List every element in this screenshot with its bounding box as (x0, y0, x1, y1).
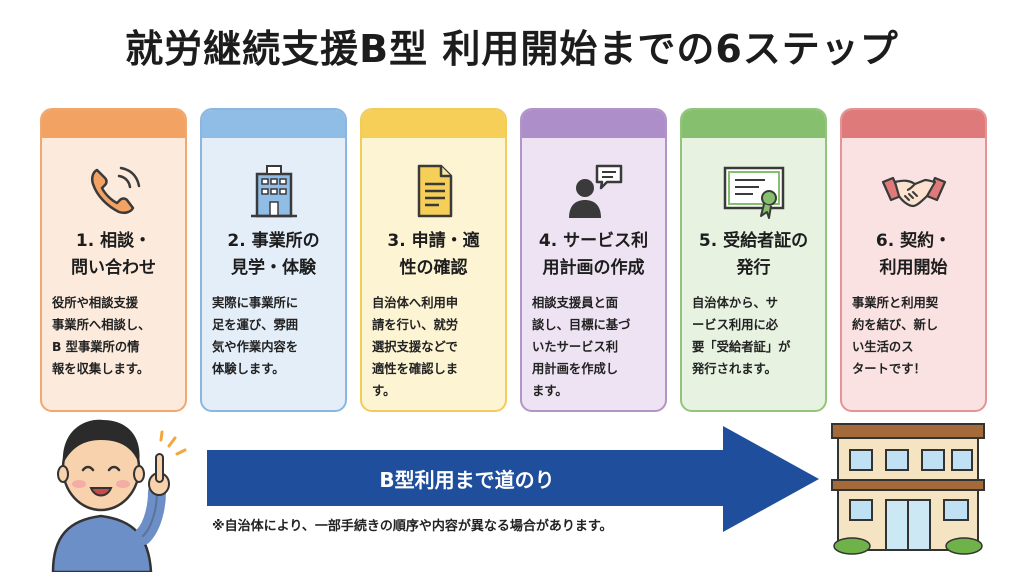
phone-icon (42, 160, 185, 222)
page-title: 就労継続支援B型 利用開始までの6ステップ (125, 27, 899, 71)
card-header-band (362, 110, 505, 138)
step-description: 自治体へ利用申 請を行い、就労 選択支援などで 適性を確認しま す。 (372, 296, 459, 398)
card-header-band (202, 110, 345, 138)
pointing-man-icon (35, 396, 205, 572)
step-description: 実際に事業所に 足を運び、雰囲 気や作業内容を 体験します。 (212, 296, 299, 376)
step-description: 自治体から、サ ービス利用に必 要「受給者証」が 発行されます。 (692, 296, 791, 376)
step-card-4: 4. サービス利 用計画の作成 相談支援員と面 談し、目標に基づ いたサービス利… (520, 108, 667, 412)
card-header-band (42, 110, 185, 138)
step-description: 事業所と利用契 約を結び、新し い生活のス タートです！ (852, 296, 939, 376)
handshake-icon (842, 160, 985, 222)
consultant-chat-icon (522, 160, 665, 222)
arrow-label: B型利用まで道のり (379, 468, 555, 492)
facility-building-icon (828, 420, 988, 555)
step-title: 5. 受給者証の 発行 (698, 231, 809, 278)
step-cards: 1. 相談・ 問い合わせ 役所や相談支援 事業所へ相談し、 B 型事業所の情 報… (40, 108, 990, 412)
step-card-1: 1. 相談・ 問い合わせ 役所や相談支援 事業所へ相談し、 B 型事業所の情 報… (40, 108, 187, 412)
step-description: 役所や相談支援 事業所へ相談し、 B 型事業所の情 報を収集します。 (52, 296, 151, 376)
step-title: 6. 契約・ 利用開始 (875, 231, 952, 278)
step-description: 相談支援員と面 談し、目標に基づ いたサービス利 用計画を作成し ます。 (532, 296, 631, 398)
step-card-3: 3. 申請・適 性の確認 自治体へ利用申 請を行い、就労 選択支援などで 適性を… (360, 108, 507, 412)
step-card-2: 2. 事業所の 見学・体験 実際に事業所に 足を運び、雰囲 気や作業内容を 体験… (200, 108, 347, 412)
progress-arrow (207, 426, 819, 532)
certificate-icon (682, 160, 825, 222)
footnote: ※自治体により、一部手続きの順序や内容が異なる場合があります。 (212, 519, 613, 534)
step-card-6: 6. 契約・ 利用開始 事業所と利用契 約を結び、新し い生活のス タートです！ (840, 108, 987, 412)
step-card-5: 5. 受給者証の 発行 自治体から、サ ービス利用に必 要「受給者証」が 発行さ… (680, 108, 827, 412)
document-icon (362, 160, 505, 222)
step-title: 2. 事業所の 見学・体験 (227, 231, 320, 278)
step-title: 4. サービス利 用計画の作成 (538, 231, 649, 278)
step-title: 1. 相談・ 問い合わせ (71, 231, 156, 278)
office-building-icon (202, 160, 345, 222)
card-header-band (522, 110, 665, 138)
step-title: 3. 申請・適 性の確認 (387, 231, 480, 278)
card-header-band (682, 110, 825, 138)
card-header-band (842, 110, 985, 138)
